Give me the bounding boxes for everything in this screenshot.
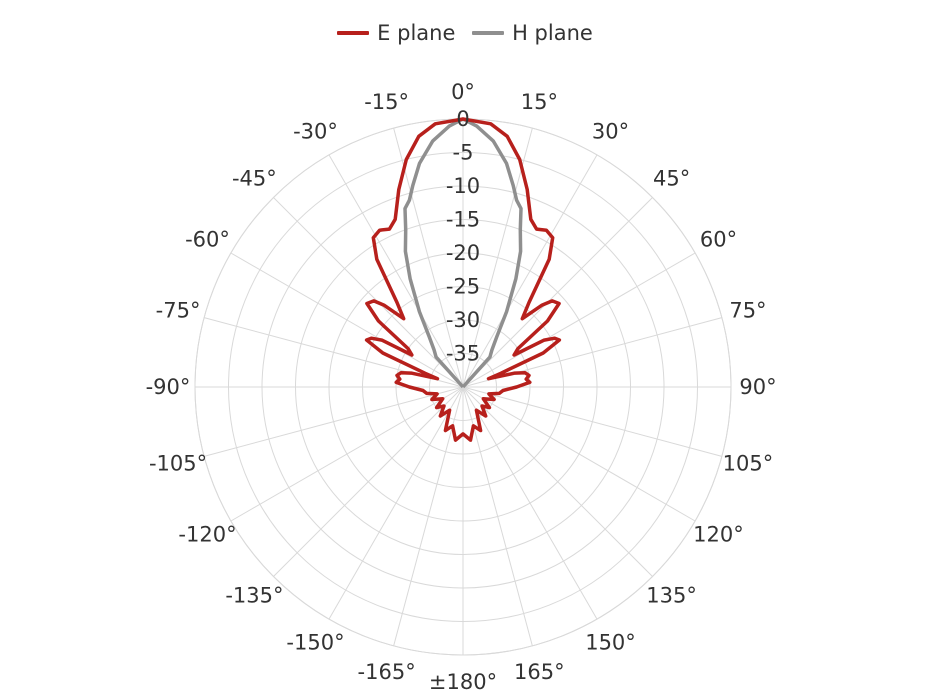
angular-tick-label: 150° — [585, 630, 636, 654]
angular-tick-label: ±180° — [429, 670, 497, 694]
radial-tick-label: -30 — [446, 308, 480, 332]
grid-spoke — [462, 154, 598, 388]
angular-tick-label: -135° — [225, 584, 283, 608]
grid-spoke — [462, 386, 533, 646]
angular-tick-label: -60° — [185, 228, 230, 252]
legend-label-e-plane: E plane — [377, 21, 456, 45]
series-layer — [364, 117, 562, 442]
legend-item-h-plane[interactable]: H plane — [472, 21, 593, 45]
grid-spoke — [393, 128, 464, 388]
radial-tick-label: -20 — [446, 241, 480, 265]
angular-tick-label: -75° — [156, 299, 201, 323]
angular-tick-label: 60° — [700, 228, 737, 252]
angular-tick-label: -15° — [364, 90, 409, 114]
grid-spoke — [230, 386, 464, 522]
angular-tick-label: -45° — [232, 166, 277, 190]
angular-tick-label: -120° — [178, 523, 236, 547]
legend-swatch-e-plane — [337, 31, 370, 35]
grid-spoke — [462, 197, 653, 388]
grid-spoke — [462, 386, 653, 577]
legend-swatch-h-plane — [472, 31, 505, 35]
grid-spoke — [328, 386, 464, 620]
radial-tick-label: -15 — [446, 208, 480, 232]
radial-tick-label: -5 — [453, 141, 474, 165]
angular-tick-label: -165° — [358, 660, 416, 684]
angular-tick-label: -90° — [146, 375, 191, 399]
grid-spoke — [204, 386, 464, 457]
grid-spoke — [462, 386, 722, 457]
angular-tick-label: 120° — [693, 523, 744, 547]
angular-tick-label: 0° — [451, 80, 475, 104]
grid-spoke — [328, 154, 464, 388]
angular-tick-label: -105° — [149, 451, 207, 475]
grid-spoke — [273, 386, 464, 577]
angular-tick-label: 90° — [739, 375, 776, 399]
legend: E plane H plane — [0, 16, 930, 45]
grid-spoke — [462, 386, 598, 620]
angular-tick-label: 15° — [521, 90, 558, 114]
legend-item-e-plane[interactable]: E plane — [337, 21, 455, 45]
radial-tick-label: 0 — [456, 107, 469, 131]
radial-tick-label: -25 — [446, 275, 480, 299]
angular-tick-label: 165° — [514, 660, 565, 684]
series-line-e-plane — [364, 117, 562, 442]
axis-labels: 0 -5 -10 -15 -20 -25 -30 -35 0° 15° 30° 45° 60° 75° 90… — [146, 80, 777, 694]
angular-tick-label: 30° — [592, 120, 629, 144]
radial-tick-label: -10 — [446, 174, 480, 198]
grid-spoke — [462, 386, 696, 522]
grid-spoke — [273, 197, 464, 388]
angular-tick-label: 75° — [729, 299, 766, 323]
angular-tick-label: -30° — [293, 120, 338, 144]
grid-spoke — [230, 252, 464, 388]
grid-spoke — [462, 252, 696, 388]
angular-tick-label: 105° — [723, 451, 774, 475]
legend-label-h-plane: H plane — [512, 21, 593, 45]
angular-tick-label: 45° — [653, 166, 690, 190]
angular-tick-label: -150° — [286, 630, 344, 654]
grid-spoke — [393, 386, 464, 646]
angular-tick-label: 135° — [646, 584, 697, 608]
radial-tick-label: -35 — [446, 342, 480, 366]
grid-spoke — [462, 128, 533, 388]
